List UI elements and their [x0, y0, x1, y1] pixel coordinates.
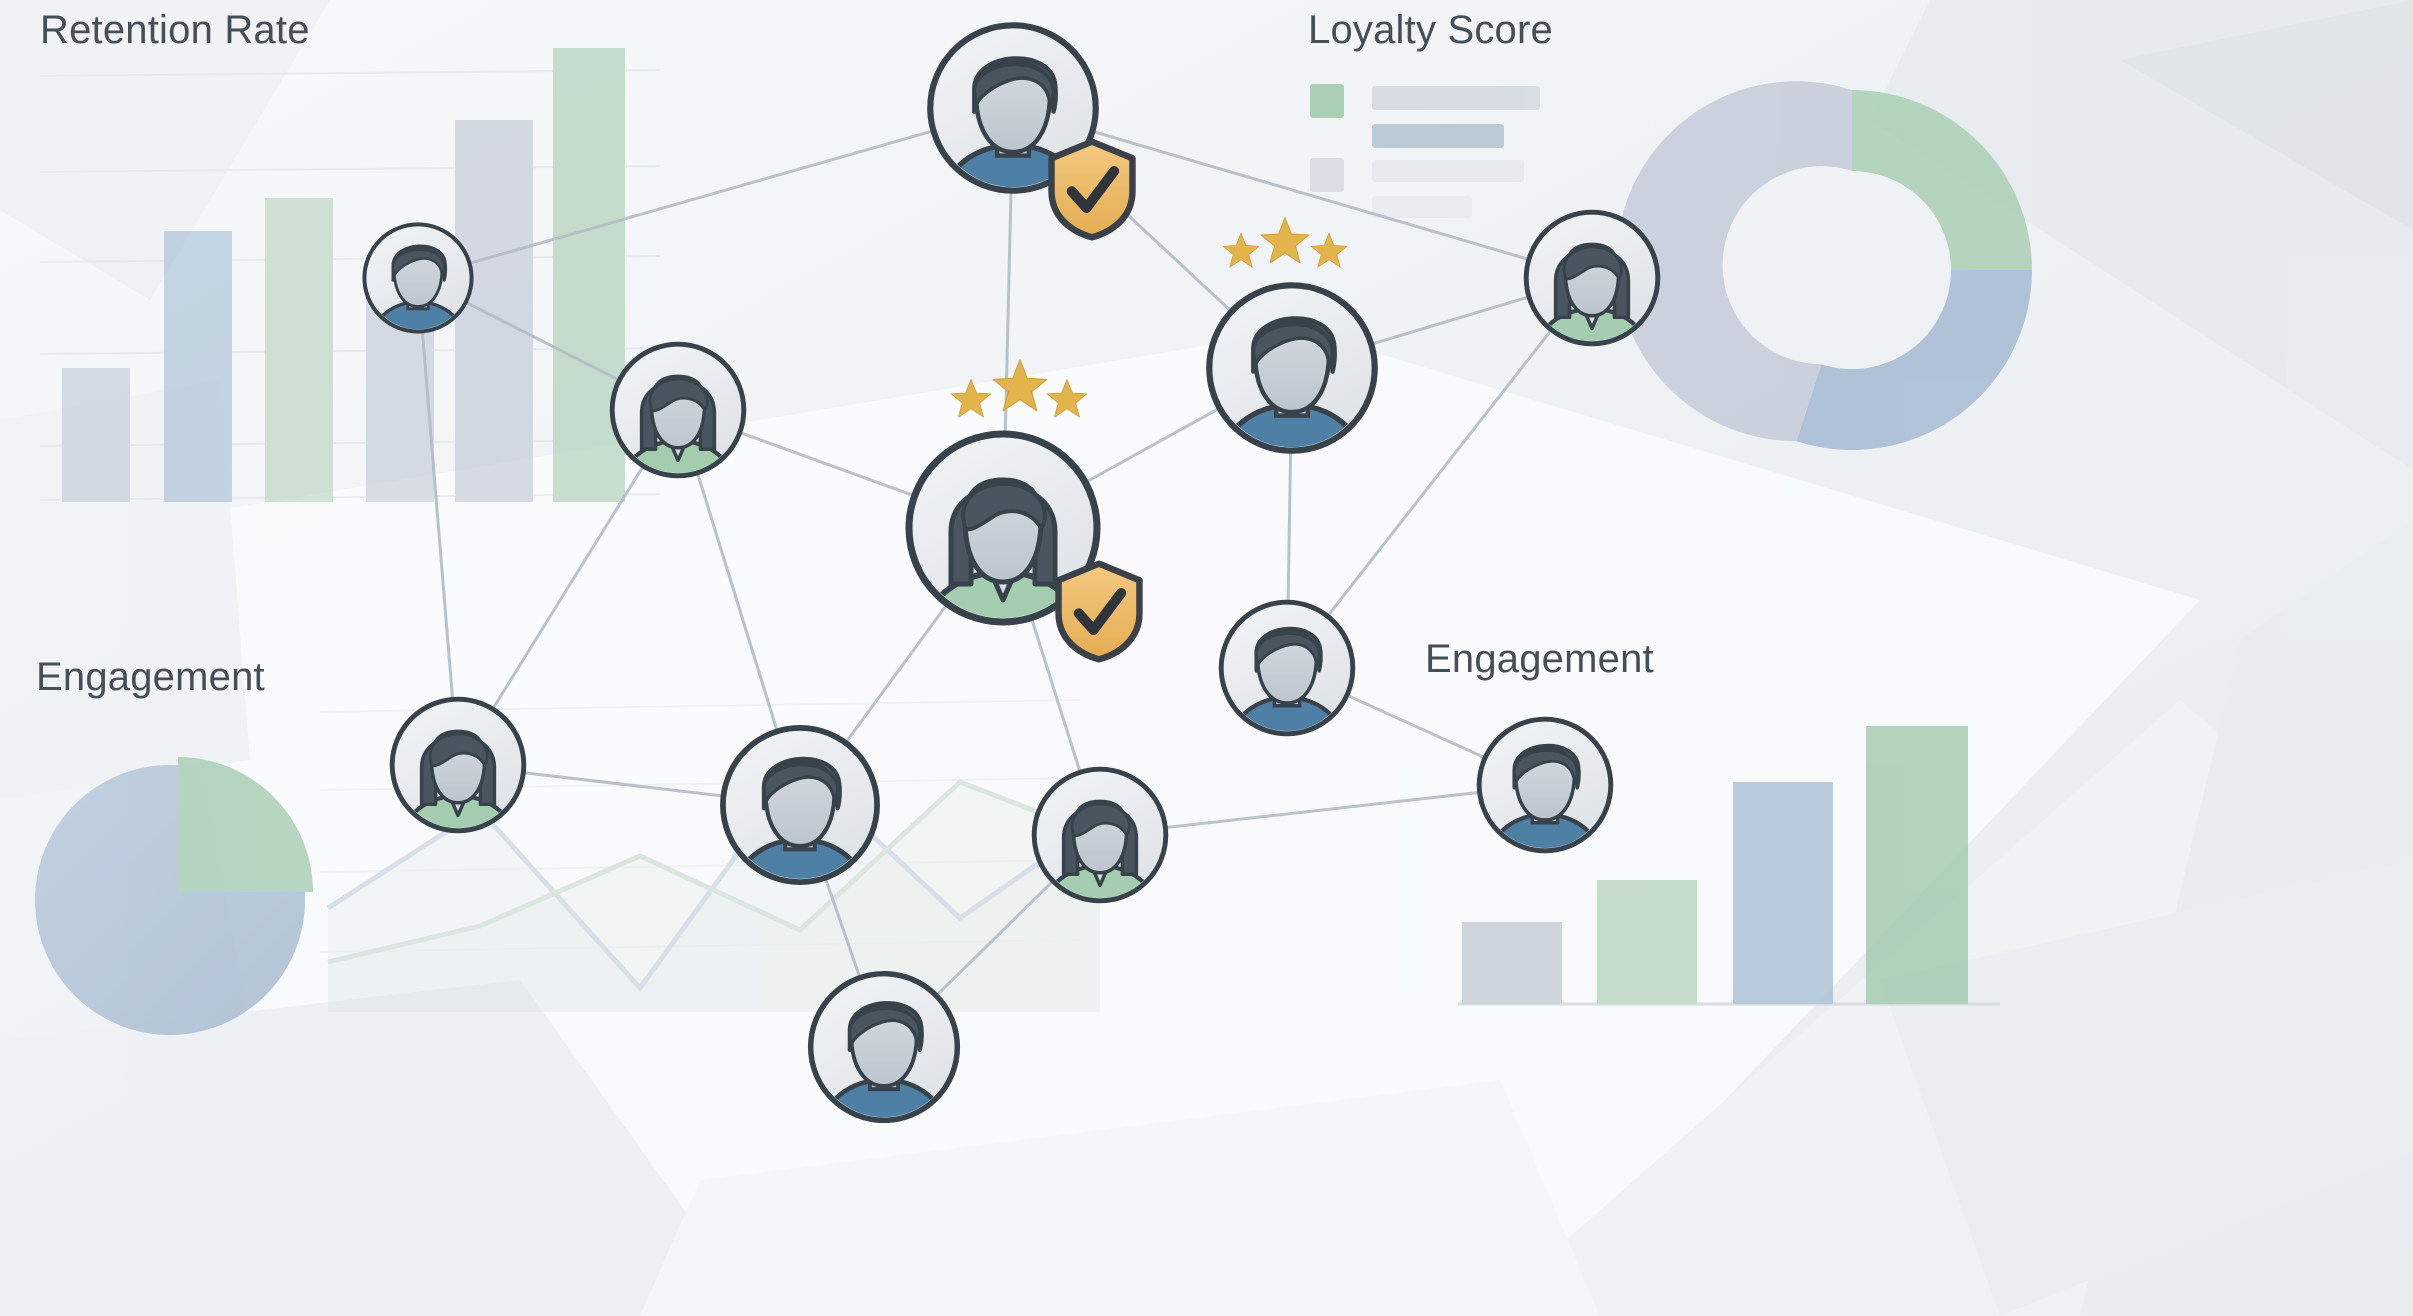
bar-r3 [1733, 782, 1833, 1004]
engagement-trend-chart [319, 699, 1102, 1012]
legend-bar-2a [1372, 160, 1524, 182]
bar-r2 [1597, 880, 1697, 1004]
edge-n6-n1 [1012, 106, 1593, 280]
verified-shield-icon [1052, 142, 1133, 238]
donut-slice-promoters [1852, 90, 2032, 270]
loyalty-donut-chart [1616, 81, 2032, 451]
legend-swatch-green [1310, 84, 1344, 118]
bar-r4 [1866, 726, 1968, 1004]
bar-3 [265, 198, 333, 502]
bar-r1 [1462, 922, 1562, 1004]
edge-n9-n3 [456, 409, 680, 766]
legend-bar-1b [1372, 124, 1504, 148]
edge-n2-n1 [417, 106, 1014, 280]
legend-swatch-gray [1310, 158, 1344, 192]
bar-2 [164, 231, 232, 502]
edge-n11-n8 [1099, 783, 1546, 837]
retention-rate-chart [39, 48, 661, 502]
bar-1 [62, 368, 130, 502]
trend-line-b [327, 779, 1101, 965]
trend-area-b [328, 782, 1100, 1012]
pie-slice-segment-a [178, 757, 313, 892]
legend-bar-1a [1372, 86, 1540, 110]
engagement-right-chart [1458, 726, 2000, 1006]
donut-slice-passives [1796, 270, 2032, 451]
engagement-pie-chart [35, 757, 313, 1035]
legend-row-2 [1310, 158, 1524, 218]
legend-row-1 [1310, 84, 1540, 148]
verified-shield-icon [1059, 564, 1140, 660]
edge-n2-n9 [416, 277, 460, 766]
bar-5 [455, 120, 533, 502]
edge-n6-n7 [1285, 277, 1594, 669]
legend-bar-2b [1372, 196, 1472, 218]
donut-slice-detractors [1616, 81, 1852, 442]
loyalty-legend [1310, 84, 1540, 218]
retention-bars [62, 48, 625, 502]
